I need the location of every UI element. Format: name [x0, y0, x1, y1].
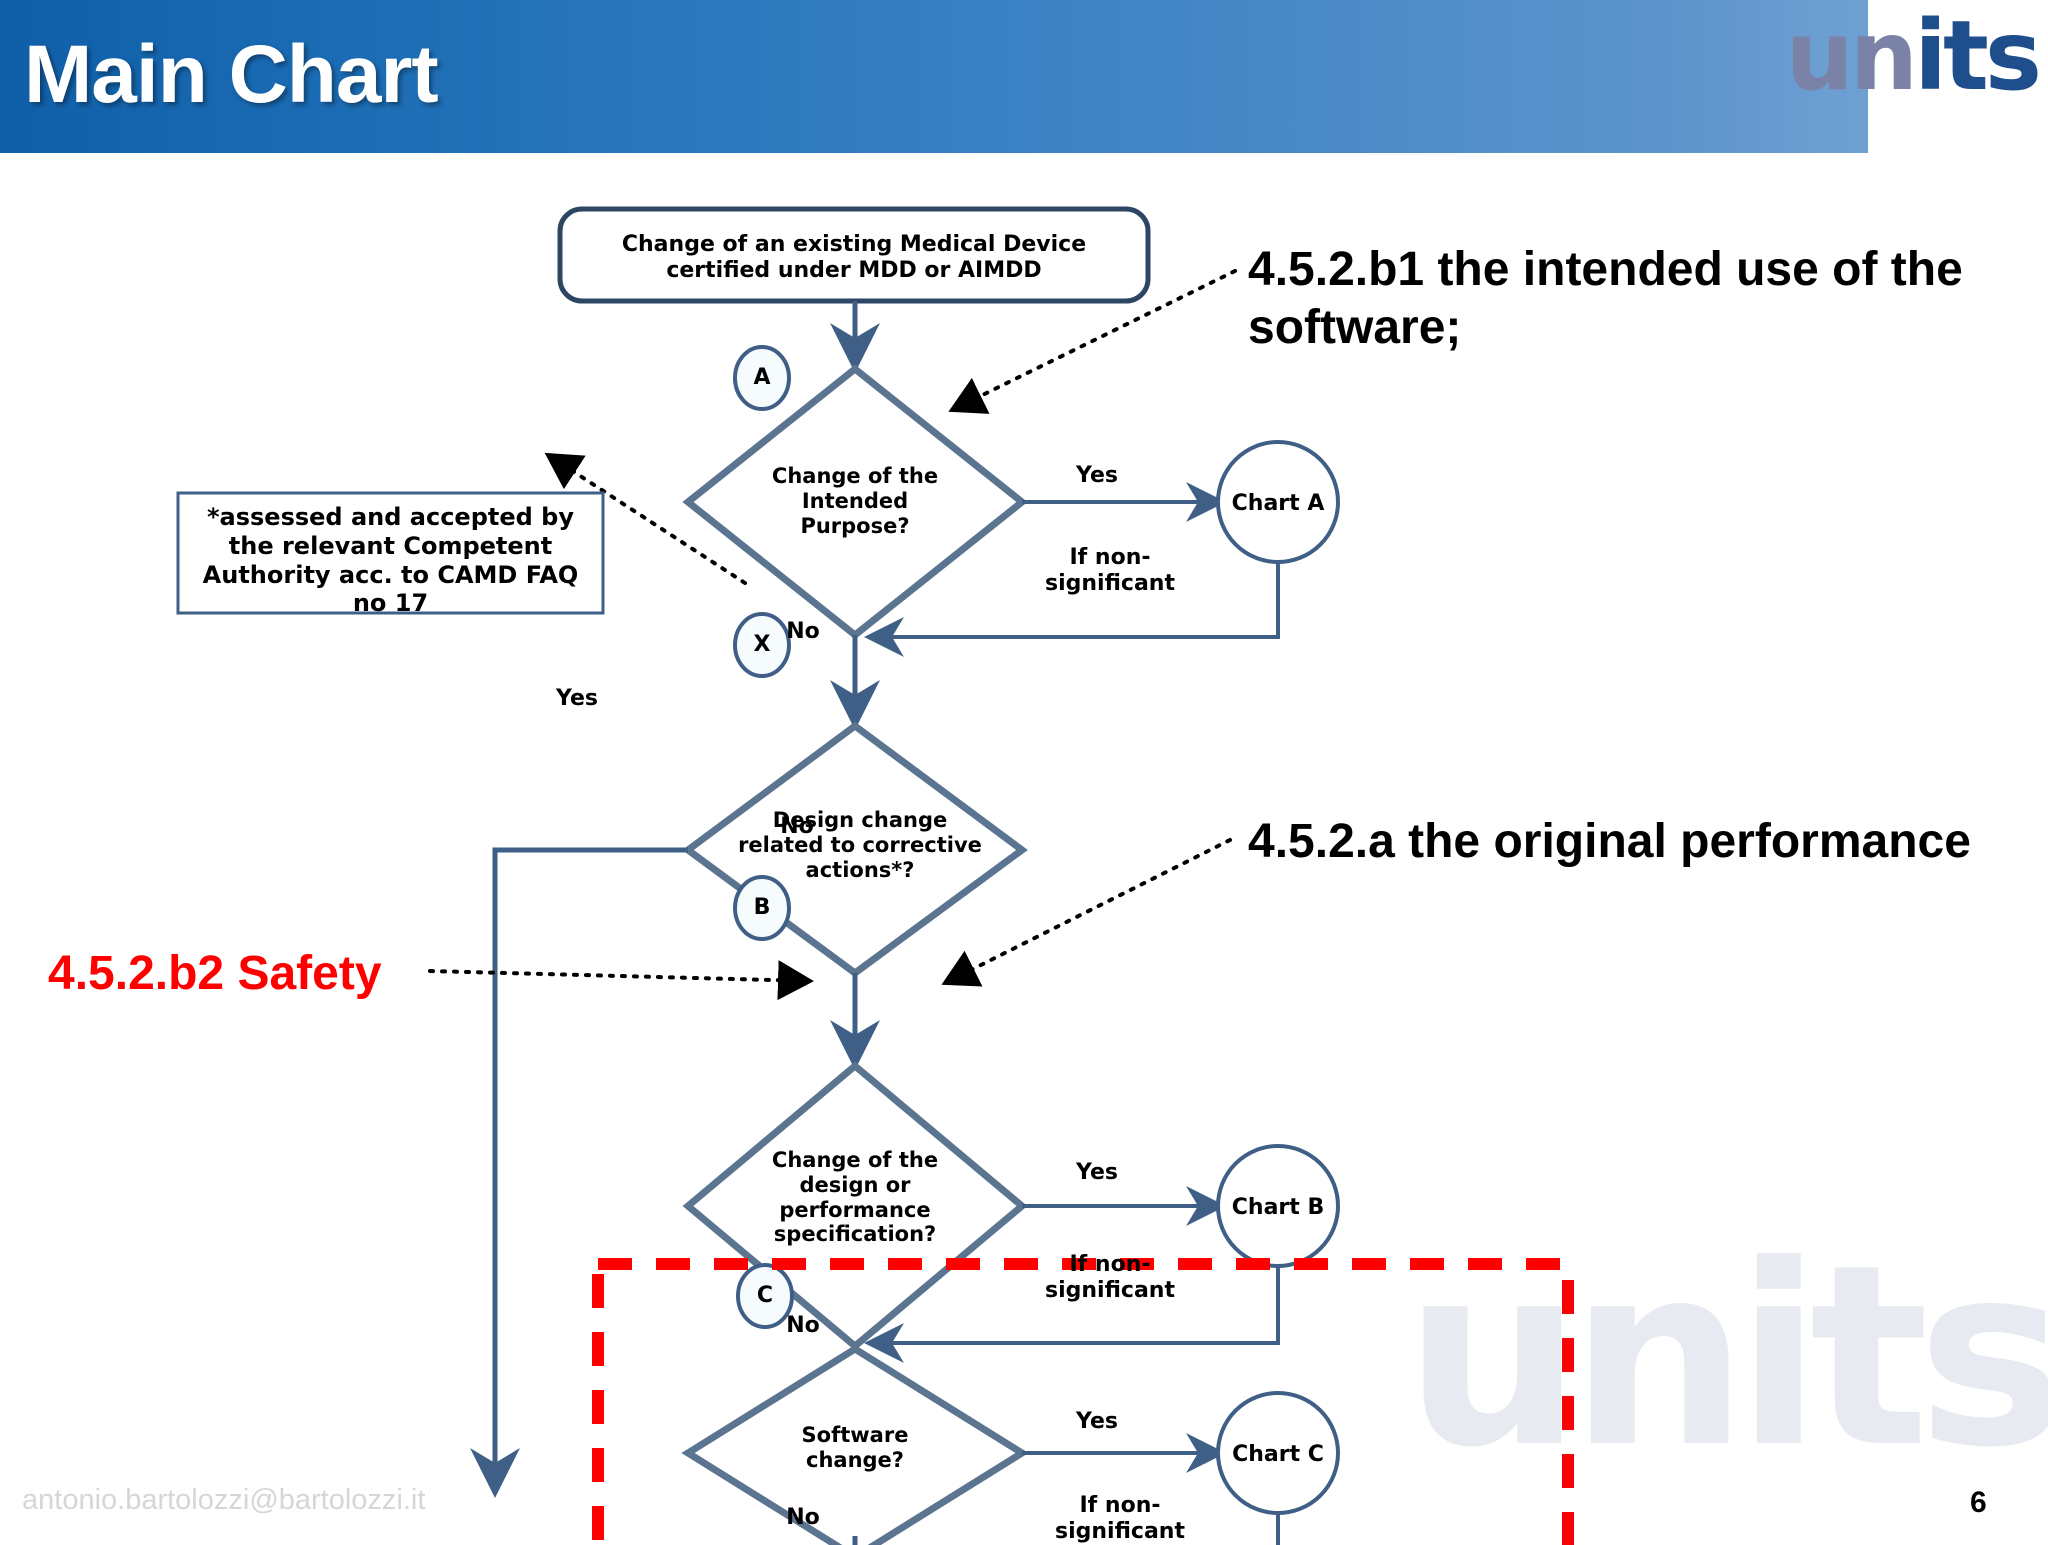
logo-text-its: its: [1914, 0, 2042, 112]
footer-page-number: 6: [1970, 1486, 1987, 1519]
node-decX: [682, 721, 1028, 978]
annotation-452b2: 4.5.2.b2 Safety: [48, 947, 382, 1000]
annotation-452b1: 4.5.2.b1 the intended use of the softwar…: [1248, 243, 1963, 354]
units-watermark: units: [1404, 1211, 2048, 1502]
node-tagX: [733, 612, 791, 678]
node-start: [557, 206, 1151, 304]
leader-ann-b1: [948, 269, 1237, 414]
footnote-box: [176, 491, 605, 615]
edge-chartB-nonsignificant: [864, 1266, 1280, 1363]
node-tagB: [733, 875, 791, 941]
units-logo: units: [1785, 8, 2042, 104]
flowchart-canvas: Change of an existing Medical Device cer…: [0, 153, 2048, 1545]
node-decA: [682, 364, 1028, 640]
header-bar: [0, 0, 1868, 153]
flowchart-svg: [176, 206, 1574, 1545]
edge-chartC-nonsignificant: [1276, 1513, 1280, 1545]
page-title: Main Chart: [24, 29, 439, 120]
edge-chartA-nonsignificant: [864, 562, 1280, 657]
node-chartA: [1216, 440, 1340, 564]
node-tagA: [733, 345, 791, 411]
leader-footnote: [544, 452, 747, 585]
logo-text-un: un: [1785, 0, 1918, 112]
leader-ann-b2: [428, 960, 814, 1001]
red-dashed-highlight-box: [592, 1258, 1574, 1545]
node-tagC: [736, 1263, 794, 1329]
annotation-452a: 4.5.2.a the original performance: [1248, 815, 1971, 868]
leader-ann-a: [941, 838, 1232, 987]
node-chartB: [1216, 1144, 1340, 1268]
node-decC: [681, 1344, 1029, 1545]
footer-email: antonio.bartolozzi@bartolozzi.it: [22, 1484, 426, 1516]
edge-decX-yes: [470, 847, 688, 1498]
node-chartC: [1216, 1391, 1340, 1515]
